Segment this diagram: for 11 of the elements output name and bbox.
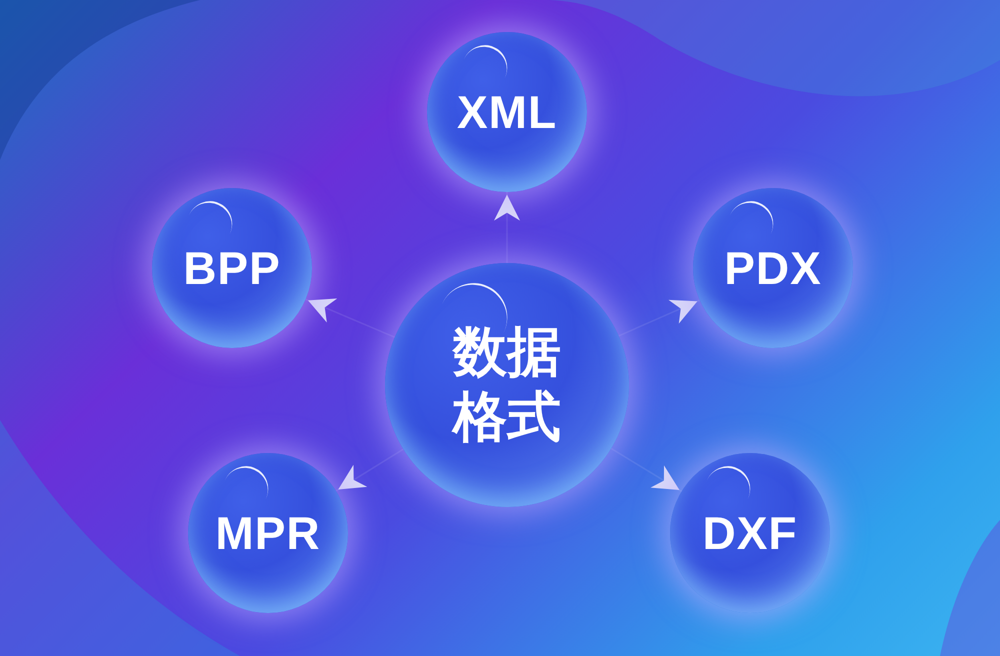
arrow: [494, 192, 520, 263]
arrow: [610, 448, 682, 492]
circle-label: BPP: [183, 241, 281, 295]
arrow: [618, 300, 700, 337]
circle-label: MPR: [215, 506, 321, 560]
arrow: [305, 298, 396, 338]
circle-label: DXF: [702, 506, 798, 560]
circle-label: 数据格式: [450, 321, 562, 449]
arrow: [336, 448, 404, 492]
circle-label: PDX: [724, 241, 822, 295]
circle-label: XML: [456, 85, 558, 139]
